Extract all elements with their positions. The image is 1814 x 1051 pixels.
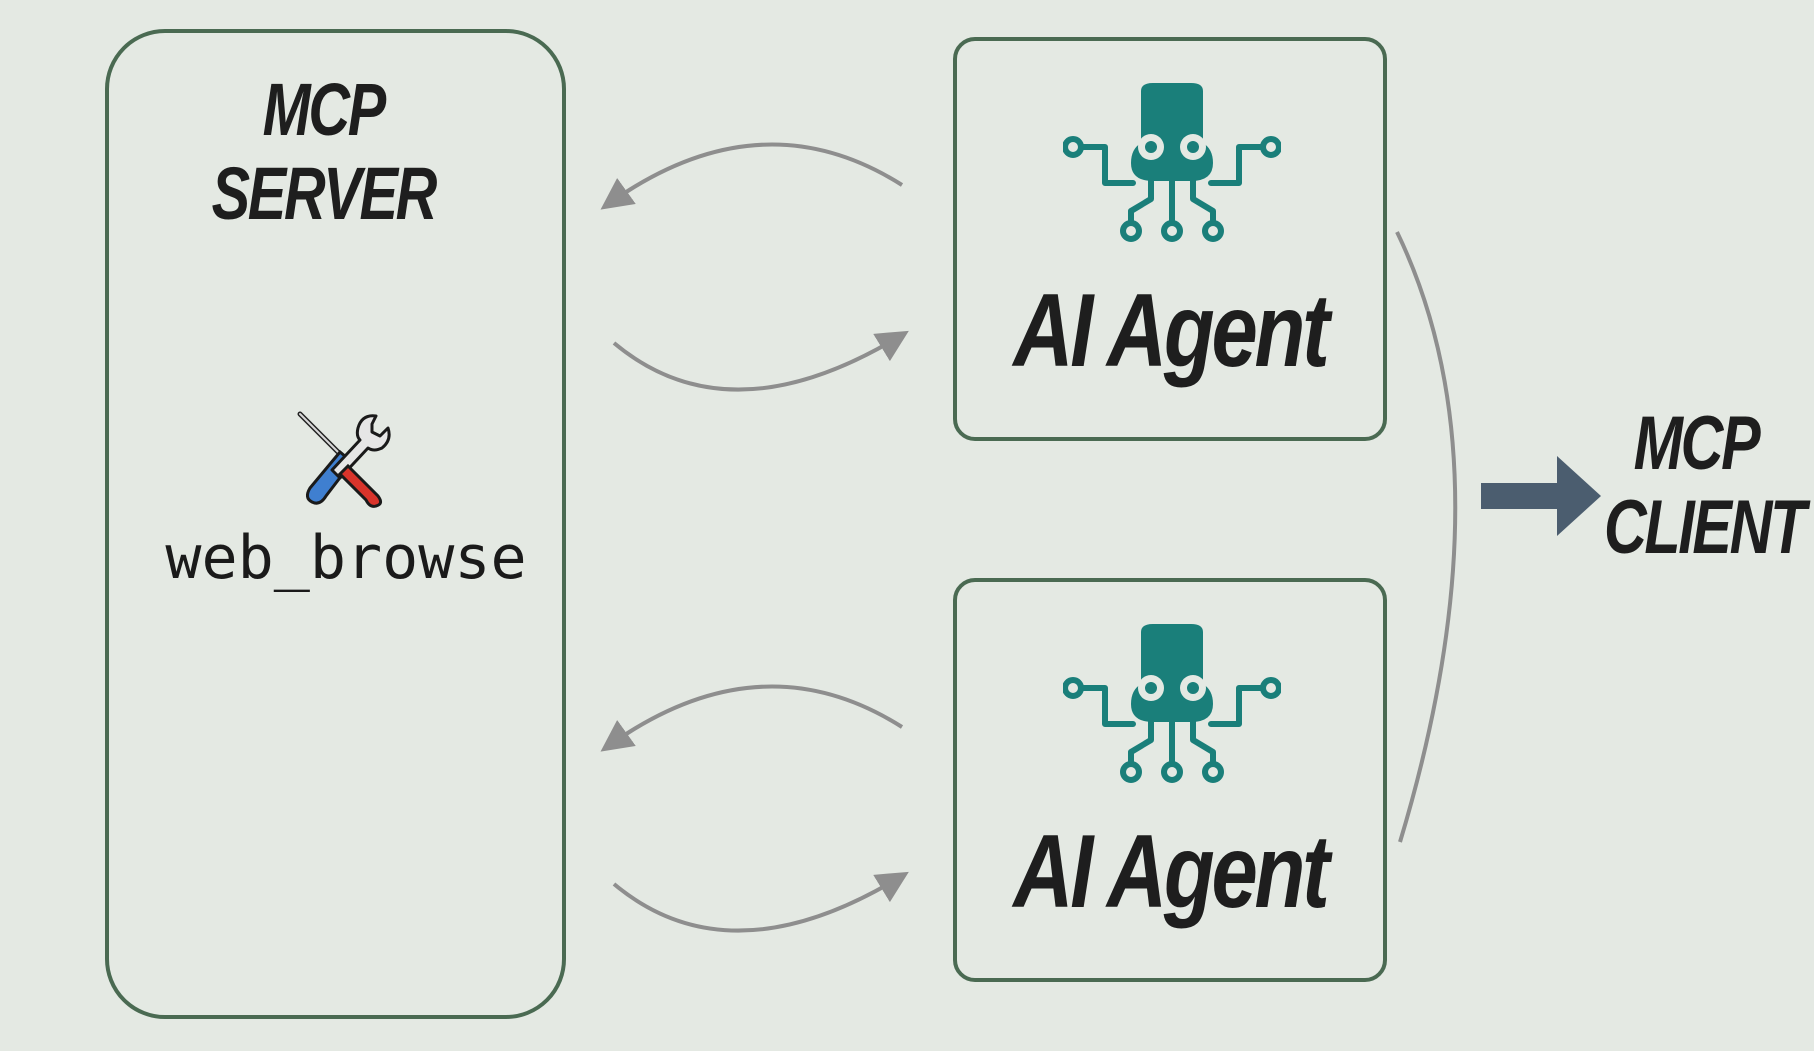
mcp-client-title: MCP CLIENT	[1603, 401, 1806, 570]
request-arrow-agent1-to-server	[600, 142, 904, 210]
ai-agent-box: AI Agent	[953, 578, 1387, 982]
hammer-wrench-icon	[297, 411, 391, 508]
client-title-line1: MCP	[1633, 401, 1761, 486]
ai-agent-label: AI Agent	[1013, 814, 1330, 930]
right-arrow-icon	[1481, 456, 1601, 536]
robot-octopus-icon	[1063, 83, 1281, 242]
server-title-line2: SERVER	[211, 152, 438, 235]
mcp-server-title: MCP SERVER	[156, 68, 491, 236]
request-arrow-agent2-to-server	[600, 684, 904, 752]
ai-agent-label: AI Agent	[1013, 273, 1330, 389]
mcp-server-box	[105, 29, 566, 1019]
client-bracket	[1395, 231, 1458, 843]
tool-name-web-browse: web_browse	[165, 523, 527, 593]
ai-agent-box: AI Agent	[953, 37, 1387, 441]
client-title-line2: CLIENT	[1603, 485, 1806, 570]
robot-octopus-icon	[1063, 624, 1281, 783]
response-arrow-server-to-agent2	[612, 871, 909, 933]
server-title-line1: MCP	[262, 68, 387, 151]
response-arrow-server-to-agent1	[612, 330, 909, 392]
